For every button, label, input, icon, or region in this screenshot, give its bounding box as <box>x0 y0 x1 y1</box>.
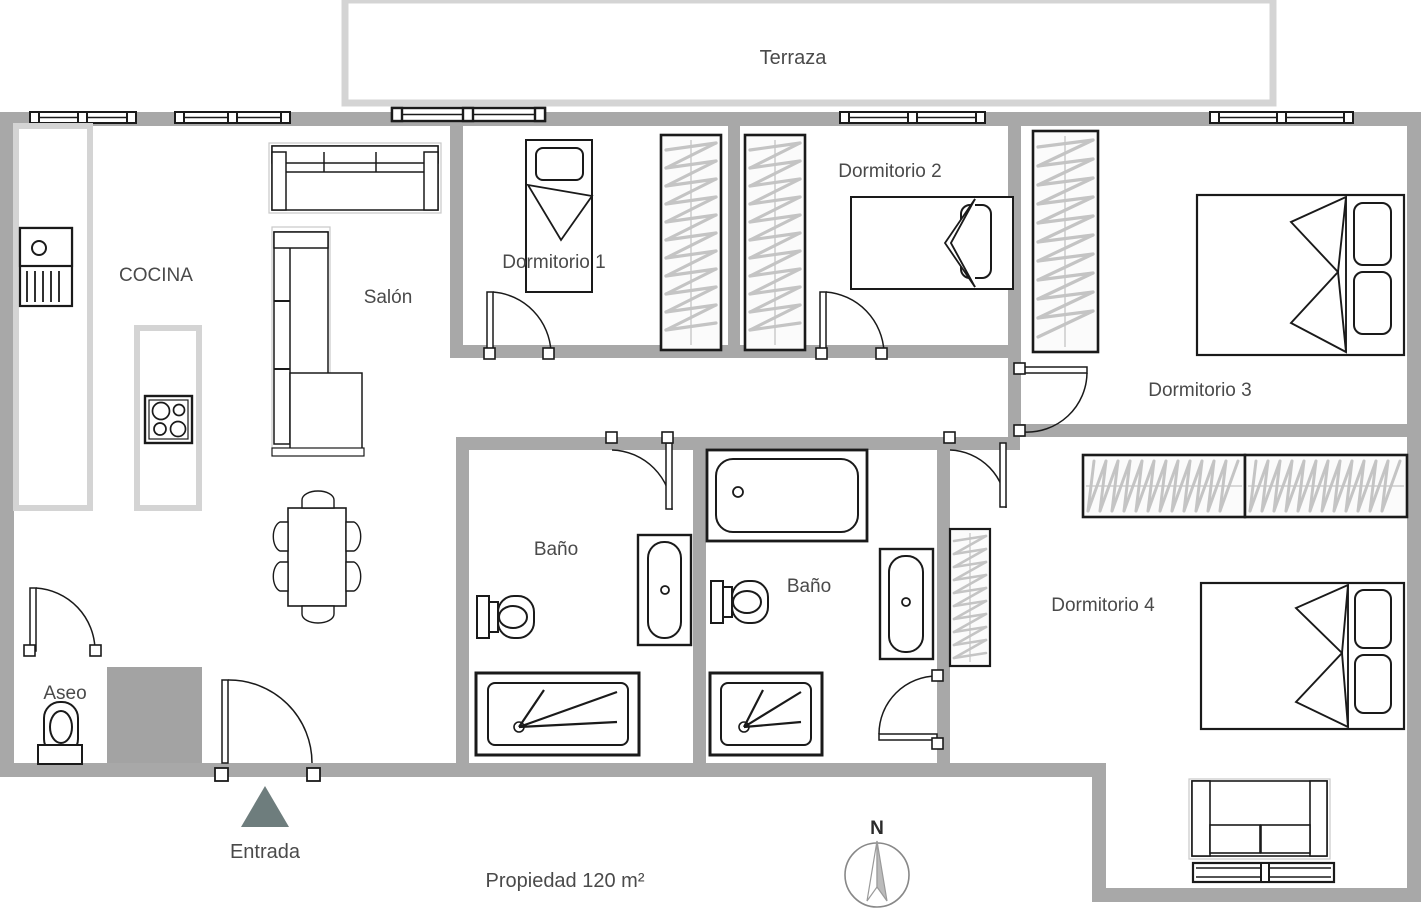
room-label-dormitorio2: Dormitorio 2 <box>838 161 941 182</box>
door-swing-icon <box>23 587 102 657</box>
wardrobe-hangers-icon <box>743 133 807 352</box>
shower-tray-icon <box>474 671 641 757</box>
door-swing-icon <box>214 679 321 782</box>
dormitorio1-area: Dormitorio 1 <box>483 133 723 360</box>
washbasin-icon <box>636 533 693 647</box>
entrance-area: Entrada <box>107 667 321 863</box>
room-label-terraza: Terraza <box>760 47 828 69</box>
cocina-area: COCINA <box>13 123 202 511</box>
window-icon <box>174 111 291 124</box>
room-label-bano-1: Baño <box>534 539 578 560</box>
entrance-label: Entrada <box>230 841 301 863</box>
dormitorio4-area: Dormitorio 4 <box>1051 453 1409 884</box>
window-icon <box>29 111 137 124</box>
dormitorio2-area: Dormitorio 2 <box>743 133 1014 360</box>
washbasin-icon <box>878 547 935 661</box>
room-label-salon: Salón <box>364 287 413 308</box>
wall-structure <box>0 112 1421 902</box>
kitchen-sink-icon <box>18 226 74 308</box>
room-label-aseo: Aseo <box>43 683 86 704</box>
double-bed-icon <box>850 196 1014 290</box>
single-bed-icon <box>525 139 594 293</box>
room-label-cocina: COCINA <box>119 265 193 286</box>
door-swing-icon <box>605 431 674 511</box>
compass-rose-icon: N <box>844 818 910 908</box>
toilet-icon <box>37 701 83 765</box>
wardrobe-hangers-icon <box>659 133 723 352</box>
window-icon <box>1209 111 1354 124</box>
page-title: Propiedad 120 m² <box>486 870 645 892</box>
sofa-icon <box>268 142 442 214</box>
room-label-dormitorio4: Dormitorio 4 <box>1051 595 1155 616</box>
door-swing-icon <box>815 291 888 360</box>
wardrobe-hangers-icon <box>1243 453 1409 519</box>
room-label-bano-2: Baño <box>787 576 831 597</box>
door-swing-icon <box>483 291 555 360</box>
dining-table-icon <box>272 490 362 624</box>
door-swing-icon <box>943 431 1007 509</box>
cooktop-icon <box>143 394 194 445</box>
wardrobe-hangers-icon <box>1031 129 1100 354</box>
window-group-top <box>29 106 1354 124</box>
shaded-block <box>107 667 202 763</box>
triangle-marker-icon <box>241 786 289 827</box>
sofa-icon <box>1188 778 1336 884</box>
room-label-dormitorio3: Dormitorio 3 <box>1148 380 1251 401</box>
toilet-icon <box>476 595 535 639</box>
bano1-area: Baño <box>474 431 693 757</box>
room-label-dormitorio1: Dormitorio 1 <box>502 252 605 273</box>
bathtub-icon <box>705 448 869 543</box>
terraza-area: Terraza <box>341 0 1277 107</box>
salon-area: Salón <box>268 142 442 624</box>
dormitorio3-area: Dormitorio 3 <box>1013 129 1406 437</box>
wardrobe-hangers-icon <box>948 527 992 668</box>
bano2-area: Baño <box>705 431 1007 757</box>
compass-north-label: N <box>870 818 884 839</box>
double-bed-icon <box>1195 193 1406 357</box>
sofa-icon <box>271 226 365 457</box>
door-swing-icon <box>878 669 944 750</box>
aseo-area: Aseo <box>23 587 102 765</box>
double-bed-icon <box>1199 581 1406 731</box>
toilet-icon <box>710 580 769 624</box>
door-swing-icon <box>1013 362 1088 437</box>
window-icon <box>839 111 986 124</box>
window-icon <box>390 106 547 123</box>
shower-tray-icon <box>708 671 824 757</box>
wardrobe-hangers-icon <box>1081 453 1247 519</box>
